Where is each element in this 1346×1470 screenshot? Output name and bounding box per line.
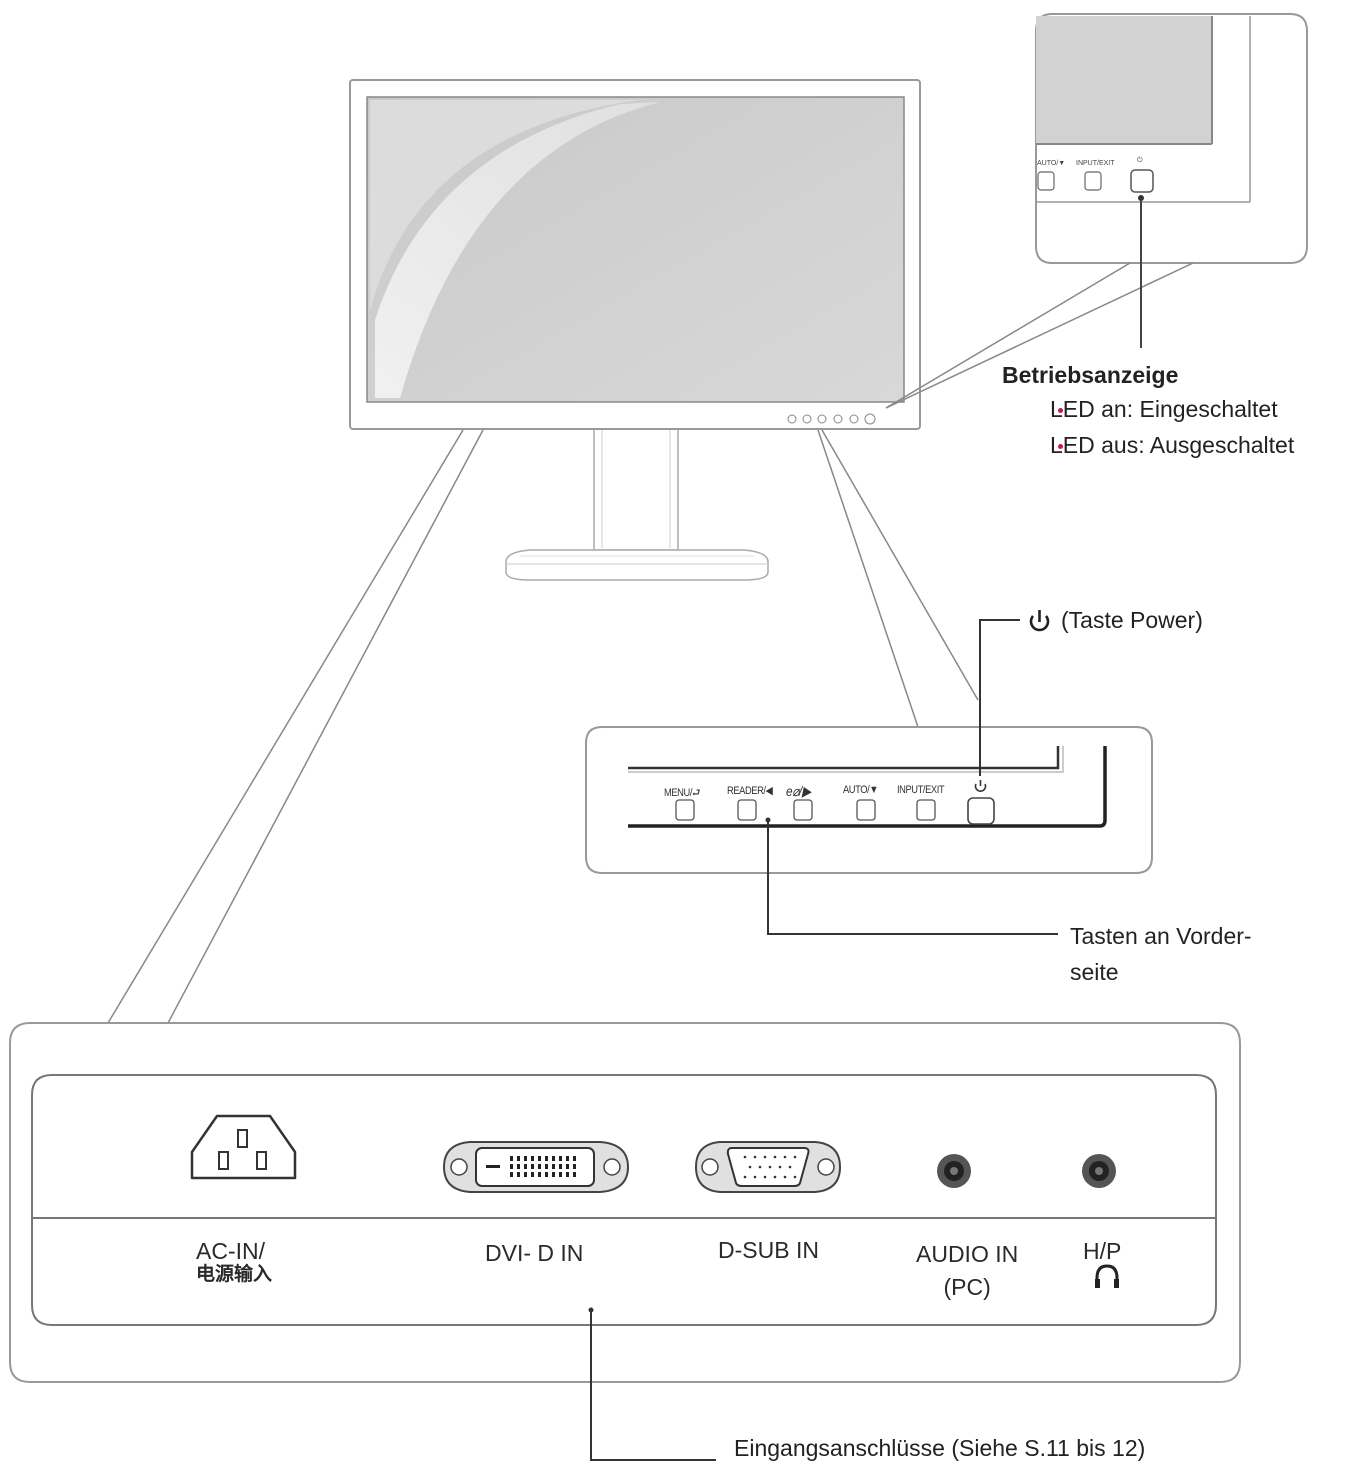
front-button-reader [737,799,757,821]
hp-label: H/P [1083,1238,1122,1264]
led-on-label: LED an: Eingeschaltet [1050,396,1278,422]
front-button-menu [675,799,695,821]
headphone-icon [1095,1264,1119,1288]
dvi-connector [442,1141,630,1193]
led-off-label: LED aus: Ausgeschaltet [1050,432,1295,458]
inset-label-input: INPUT/EXIT [1076,160,1115,167]
front-button-input [916,799,936,821]
ac-in-connector [190,1114,297,1180]
inset-label-power: ⏻ [1137,157,1143,164]
monitor-stand-neck [593,427,679,551]
power-button-label: (Taste Power) [1061,607,1203,633]
power-led [1138,195,1144,201]
back-panel [9,429,1241,1461]
dsub-connector [694,1141,842,1193]
front-power-symbol-icon [974,783,987,792]
monitor [349,79,921,581]
inset-button-auto [1037,171,1055,191]
power-indicator-title: Betriebsanzeige [1002,362,1179,388]
front-label-eco: e⌀/▶ [786,783,811,799]
inset-button-input [1084,171,1102,191]
inset-label-auto: AUTO/▼ [1037,160,1066,167]
front-label-auto: AUTO/▼ [843,784,879,796]
led-dot-icon [1058,408,1063,413]
front-label-input: INPUT/EXIT [897,784,945,796]
power-led-inset [885,13,1308,409]
inset-button-power [1130,169,1154,193]
front-label-menu: MENU/⮐ [664,787,701,799]
dsub-label: D-SUB IN [718,1237,819,1263]
front-buttons-label: Tasten an Vorder- seite [1070,923,1252,985]
power-symbol-icon [1029,610,1050,632]
input-connectors-label: Eingangsanschlüsse (Siehe S.11 bis 12) [734,1435,1146,1461]
led-dot-icon [1058,444,1063,449]
front-button-auto [856,799,876,821]
front-buttons-inset [585,429,1153,935]
front-label-reader: READER/◀ [727,785,773,797]
dvi-label: DVI- D IN [485,1240,584,1266]
bezel-buttons [787,413,876,425]
monitor-base [505,549,769,581]
ac-in-label: AC-IN/ 电源输入 [196,1238,273,1286]
front-button-power [967,797,995,825]
headphone-jack [1082,1154,1116,1188]
front-button-eco [793,799,813,821]
audio-in-jack [937,1154,971,1188]
audio-in-label: AUDIO IN (PC) [916,1241,1019,1300]
